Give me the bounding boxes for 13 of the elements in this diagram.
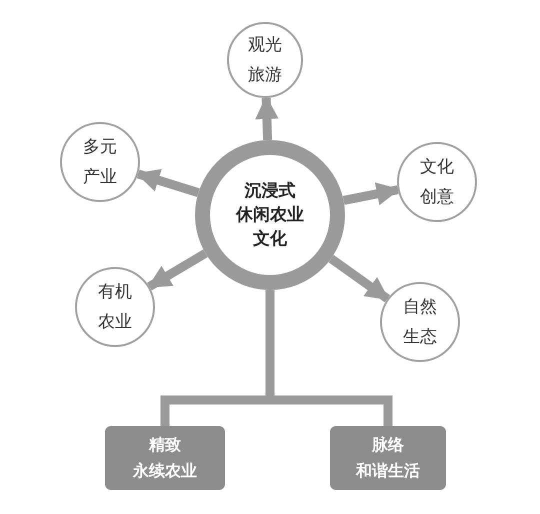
arrow bbox=[136, 169, 200, 197]
topic-circle: 文化创意 bbox=[397, 142, 477, 222]
topic-circle: 多元产业 bbox=[60, 122, 140, 202]
arrow bbox=[147, 249, 208, 290]
topic-circle: 自然生态 bbox=[380, 282, 460, 362]
arrow bbox=[255, 96, 279, 140]
topic-circle: 观光旅游 bbox=[227, 22, 303, 98]
arrow bbox=[342, 182, 400, 206]
arrow bbox=[328, 254, 390, 302]
goal-box: 精致永续农业 bbox=[105, 426, 225, 490]
goal-box: 脉络和谐生活 bbox=[330, 426, 446, 490]
topic-circle: 有机农业 bbox=[75, 267, 155, 347]
hub-ring: 沉浸式休闲农业文化 bbox=[195, 140, 345, 290]
